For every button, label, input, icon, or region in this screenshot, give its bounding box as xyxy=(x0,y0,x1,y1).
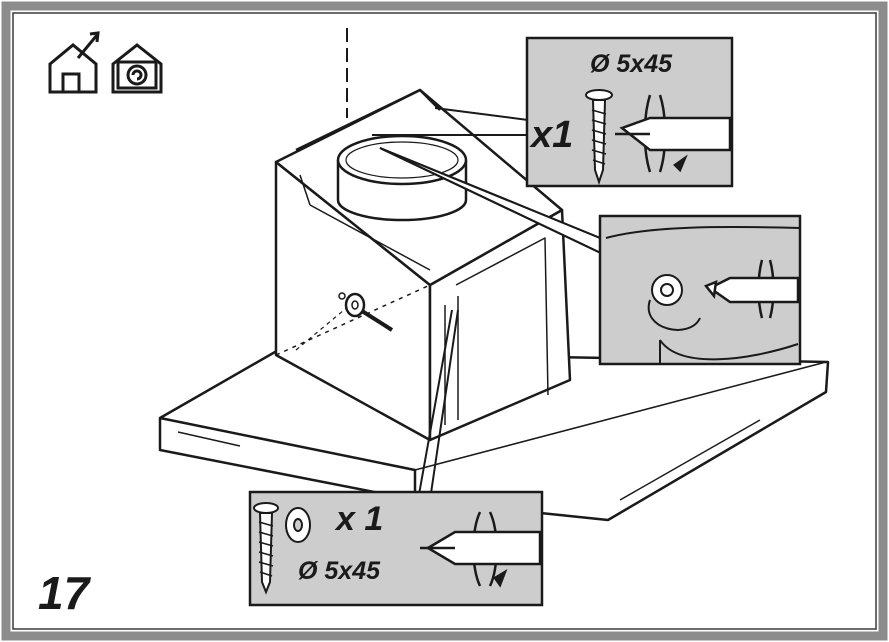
callout-bottom-panel xyxy=(248,490,544,607)
callout-middle-panel xyxy=(598,214,802,366)
house-vent-out-icon xyxy=(48,31,100,94)
screw-icon-2 xyxy=(253,502,279,595)
callout-top-screw-size: Ø 5x45 xyxy=(590,50,673,78)
callout-top-panel xyxy=(525,36,734,188)
step-number: 17 xyxy=(38,567,90,619)
callout-bottom-screw-size: Ø 5x45 xyxy=(298,557,381,585)
callout-bottom-quantity: x 1 xyxy=(336,500,384,538)
screwdriver-icon-3 xyxy=(420,511,542,588)
callout-top-quantity: x1 xyxy=(531,114,574,156)
screw-icon xyxy=(585,89,613,186)
screwdriver-icon xyxy=(615,94,732,173)
washer-icon xyxy=(285,507,311,543)
screwdriver-icon-2 xyxy=(703,259,800,319)
side-screw xyxy=(295,292,394,351)
house-recirculation-icon xyxy=(111,43,163,94)
